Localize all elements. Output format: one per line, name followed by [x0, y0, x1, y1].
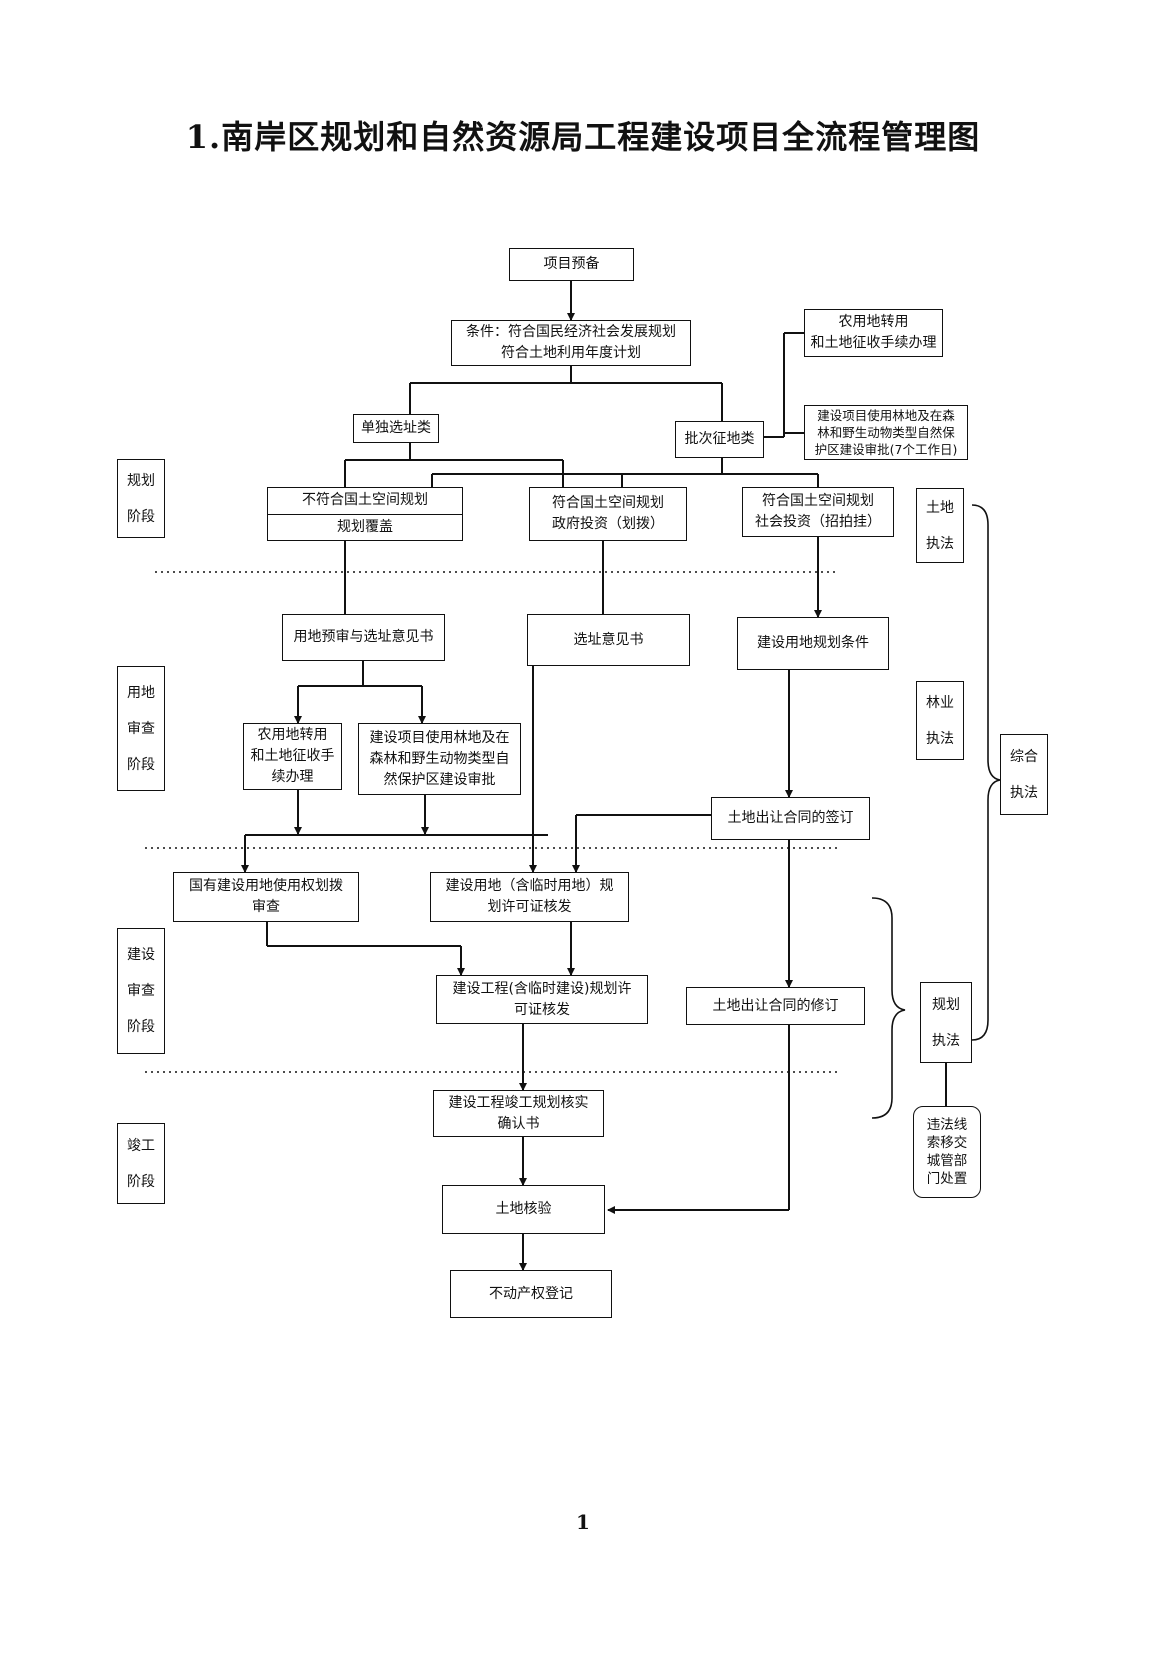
node-forest-approval-top: 建设项目使用林地及在森 林和野生动物类型自然保 护区建设审批(7个工作日): [804, 405, 968, 460]
node-noncompliant: 不符合国土空间规划 规划覆盖: [267, 487, 463, 541]
node-noncompliant-label: 不符合国土空间规划: [302, 492, 428, 509]
stage-completion: 竣工 阶段: [117, 1123, 165, 1204]
page-title: 1.南岸区规划和自然资源局工程建设项目全流程管理图: [185, 118, 981, 156]
stage-construction-review: 建设 审查 阶段: [117, 928, 165, 1054]
enforcement-referral: 违法线 索移交 城管部 门处置: [913, 1106, 981, 1198]
node-project-permit: 建设工程(含临时建设)规划许 可证核发: [436, 975, 648, 1024]
node-transfer-contract-sign: 土地出让合同的签订: [711, 797, 870, 840]
node-completion-confirmation: 建设工程竣工规划核实 确认书: [433, 1090, 604, 1137]
node-farm-conversion-top: 农用地转用 和土地征收手续办理: [804, 309, 943, 357]
node-single-site: 单独选址类: [353, 414, 439, 443]
node-land-verification: 土地核验: [442, 1185, 605, 1234]
stage-land-review: 用地 审查 阶段: [117, 666, 165, 791]
node-noncompliant-sub: 规划覆盖: [268, 513, 462, 541]
node-project-reserve: 项目预备: [509, 248, 634, 281]
node-transfer-contract-revise: 土地出让合同的修订: [686, 987, 865, 1025]
node-real-estate-registration: 不动产权登记: [450, 1270, 612, 1318]
stage-planning: 规划 阶段: [117, 459, 165, 538]
enforcement-forestry: 林业 执法: [916, 681, 964, 760]
node-gov-invest: 符合国土空间规划 政府投资（划拨）: [529, 487, 687, 541]
node-forest-approval: 建设项目使用林地及在 森林和野生动物类型自 然保护区建设审批: [358, 723, 521, 795]
node-land-permit: 建设用地（含临时用地）规 划许可证核发: [430, 872, 629, 922]
node-social-invest: 符合国土空间规划 社会投资（招拍挂）: [742, 487, 894, 537]
enforcement-planning: 规划 执法: [920, 982, 972, 1063]
node-conditions: 条件：符合国民经济社会发展规划 符合土地利用年度计划: [451, 320, 691, 366]
node-site-opinion: 选址意见书: [527, 614, 690, 666]
node-farm-conversion: 农用地转用 和土地征收手 续办理: [243, 723, 342, 790]
node-land-planning-conditions: 建设用地规划条件: [737, 617, 889, 670]
node-state-land-review: 国有建设用地使用权划拨 审查: [173, 872, 359, 922]
enforcement-comprehensive: 综合 执法: [1000, 734, 1048, 815]
node-land-pre-review: 用地预审与选址意见书: [282, 614, 445, 661]
page-number: 1: [576, 1510, 590, 1534]
enforcement-land: 土地 执法: [916, 488, 964, 563]
node-batch-acquisition: 批次征地类: [675, 421, 764, 458]
